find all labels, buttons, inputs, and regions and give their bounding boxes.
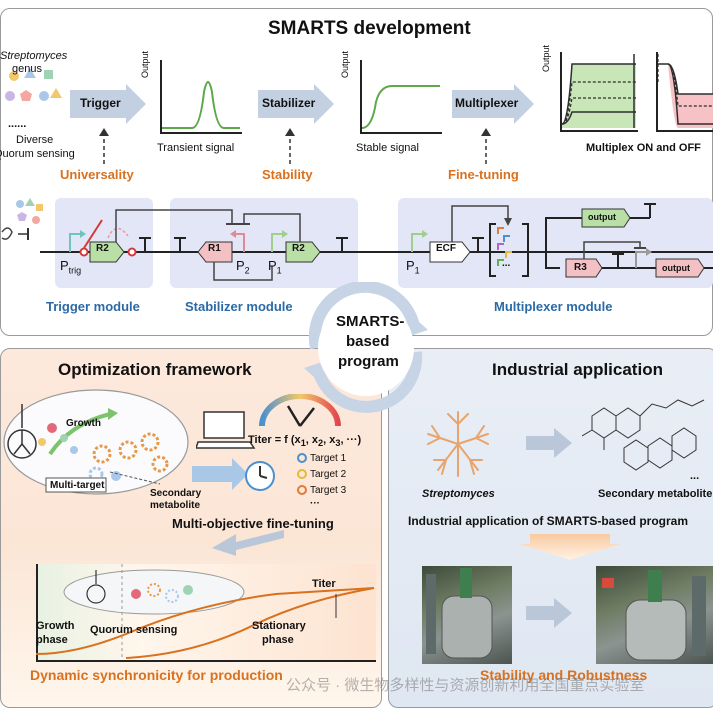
- stabilizer-module-bg: [170, 198, 358, 288]
- secondary-metabolite-label: Secondary metabolite: [598, 488, 713, 500]
- signal-molecules-icon: [5, 68, 62, 101]
- center-line-1: SMARTS-: [336, 313, 405, 330]
- molecule-structure-icon: [582, 399, 705, 471]
- target-icons: [297, 453, 307, 495]
- fermenter-photo-2-detail: [602, 570, 706, 661]
- down-arrow-icon: [520, 534, 620, 560]
- genus-label: genus: [12, 63, 42, 75]
- growth-phase-label: Growth: [36, 620, 75, 632]
- multiplex-off-plot: [656, 52, 713, 132]
- transient-label: Transient signal: [157, 142, 235, 154]
- panel-title: SMARTS development: [268, 18, 471, 39]
- industrial-title: Industrial application: [492, 360, 663, 379]
- multiplex-off-curves: [658, 54, 713, 128]
- titer-label: Titer: [312, 578, 336, 590]
- output-axis-label: Output: [140, 50, 150, 78]
- secondary-label: Secondary: [150, 488, 202, 499]
- trigger-label: Trigger: [80, 96, 121, 110]
- stabilizer-label: Stabilizer: [262, 96, 316, 110]
- streptomyces-ind-label: Streptomyces: [422, 488, 495, 500]
- center-circle: [318, 300, 414, 396]
- metabolite-dots: ...: [690, 470, 700, 482]
- multi-target-label: Multi-target: [50, 480, 105, 491]
- output-axis-label: Output: [340, 50, 350, 78]
- property-arrows: [99, 128, 491, 164]
- metabolite-label: metabolite: [150, 500, 201, 511]
- quorum-label: Quorum sensing: [0, 148, 75, 160]
- multiplex-onoff-label: Multiplex ON and OFF: [586, 142, 701, 154]
- quorum-sensing-label: Quorum sensing: [90, 624, 178, 636]
- stationary-phase-label: phase: [262, 634, 294, 646]
- multiplexer-arrow: [452, 84, 534, 124]
- gene-ecf: ECF: [436, 243, 456, 254]
- cell-ellipse-diagram: [3, 389, 189, 495]
- promoter-p2: P2: [236, 258, 250, 276]
- stable-curve: [362, 85, 440, 129]
- optimization-title: Optimization framework: [58, 360, 252, 379]
- stabilizer-module-label: Stabilizer module: [185, 299, 293, 314]
- promoter-ptrig: Ptrig: [60, 258, 82, 276]
- diverse-label: Diverse: [16, 134, 54, 146]
- clock-icon: [245, 461, 275, 491]
- growth-label: Growth: [66, 418, 101, 429]
- dots-label: ......: [8, 118, 27, 130]
- gene-r3: R3: [574, 262, 587, 273]
- transient-curve: [162, 81, 240, 129]
- promoter-p1-stabilizer: P1: [268, 258, 282, 276]
- gene-output-off: output: [662, 263, 690, 273]
- down-left-arrow: [212, 530, 284, 556]
- transient-plot: [160, 60, 242, 134]
- growth-phase-sub: phase: [36, 634, 68, 646]
- multiplexer-module-label: Multiplexer module: [494, 299, 613, 314]
- center-line-3: program: [338, 353, 399, 370]
- universality-label: Universality: [60, 167, 134, 182]
- stability-label: Stability: [262, 167, 313, 182]
- trigger-arrow: [70, 84, 146, 124]
- multiplex-on-plot: [560, 52, 638, 132]
- promoter-p1-multiplexer: P1: [406, 258, 420, 276]
- industrial-app-label: Industrial application of SMARTS-based p…: [408, 514, 689, 528]
- cycle-arrows: [304, 282, 428, 413]
- right-arrow-icon-2: [526, 598, 572, 628]
- stability-robustness-label: Stability and Robustness: [480, 667, 648, 683]
- right-arrow-icon: [526, 428, 572, 458]
- laptop-icon: [196, 411, 256, 449]
- streptomyces-label: Streptomyces: [0, 50, 68, 62]
- center-line-2: based: [346, 333, 390, 350]
- multiplex-on-curves: [562, 54, 636, 128]
- multiplexer-label: Multiplexer: [455, 96, 519, 110]
- bracket-ellipsis: ...: [502, 258, 511, 269]
- gene-r1: R1: [208, 243, 221, 254]
- stable-label: Stable signal: [356, 142, 419, 154]
- target-3: Target 3: [310, 485, 347, 496]
- streptomyces-icon: [427, 411, 489, 477]
- gene-output-on: output: [588, 212, 616, 222]
- dynamic-curves: [36, 564, 375, 660]
- target-1: Target 1: [310, 453, 347, 464]
- trigger-module-label: Trigger module: [46, 299, 140, 314]
- fine-tuning-label: Fine-tuning: [448, 167, 519, 182]
- targets-more: ···: [310, 498, 320, 509]
- flow-arrow-icon: [192, 458, 248, 490]
- genetic-circuit: [1, 198, 713, 281]
- multi-objective-label: Multi-objective fine-tuning: [172, 516, 334, 531]
- watermark: 公众号 · 微生物多样性与资源创新利用全国重点实验室: [286, 677, 645, 694]
- output-axis-label: Output: [541, 44, 551, 72]
- titer-equation: Titer = f (x1, x2, x3, ···): [248, 434, 362, 449]
- target-2: Target 2: [310, 469, 347, 480]
- dynamic-synchronicity-label: Dynamic synchronicity for production: [30, 667, 283, 683]
- stabilizer-arrow: [258, 84, 334, 124]
- gauge-icon: [259, 394, 341, 427]
- stationary-label: Stationary: [252, 620, 306, 632]
- gene-r2-stabilizer: R2: [292, 243, 305, 254]
- gene-r2-trigger: R2: [96, 243, 109, 254]
- fermenter-photo-1-detail: [426, 568, 493, 659]
- stable-plot: [360, 60, 442, 134]
